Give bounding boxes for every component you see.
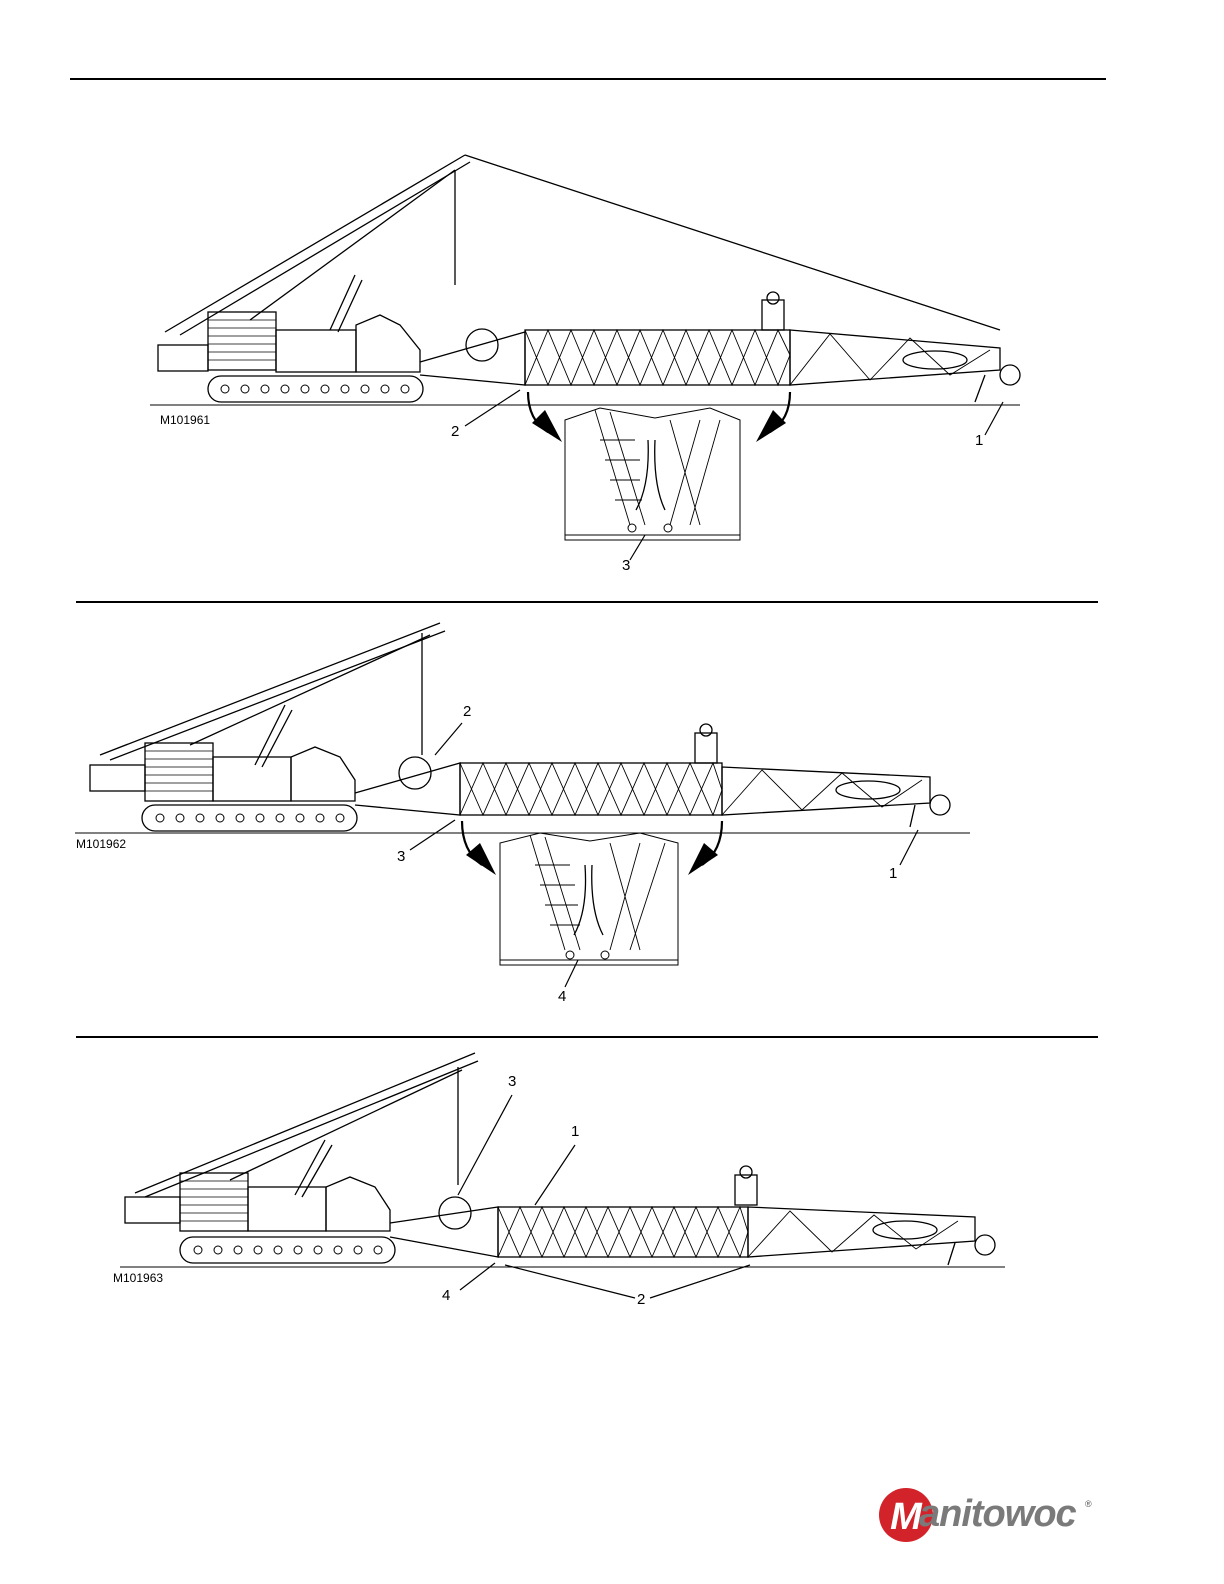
callout-3: 3 [622,557,630,574]
registered-mark: ® [1085,1499,1092,1509]
header-rule [70,78,1106,80]
callout-1: 1 [889,865,897,882]
callout-3: 3 [508,1073,516,1090]
crane-illustration-1 [0,140,1224,580]
callout-4: 4 [442,1287,450,1304]
figure-2: M101962 2 3 1 4 [0,615,1224,1015]
figure-id-label: M101962 [76,837,126,851]
callout-2: 2 [637,1291,645,1308]
callout-1: 1 [571,1123,579,1140]
figure-id-label: M101961 [160,413,210,427]
crane-illustration-3 [0,1045,1224,1315]
callout-2: 2 [451,423,459,440]
callout-3: 3 [397,848,405,865]
figure-id-label: M101963 [113,1271,163,1285]
figure-1: M101961 2 1 3 [0,140,1224,580]
callout-4: 4 [558,988,566,1005]
crane-illustration-2 [0,615,1224,1015]
logo-wordmark: anitowoc [919,1493,1076,1536]
figure-3: M101963 3 1 4 2 [0,1045,1224,1315]
divider-rule-1 [76,601,1098,603]
callout-1: 1 [975,432,983,449]
manitowoc-logo: M anitowoc ® [878,1485,1098,1545]
divider-rule-2 [76,1036,1098,1038]
callout-2: 2 [463,703,471,720]
